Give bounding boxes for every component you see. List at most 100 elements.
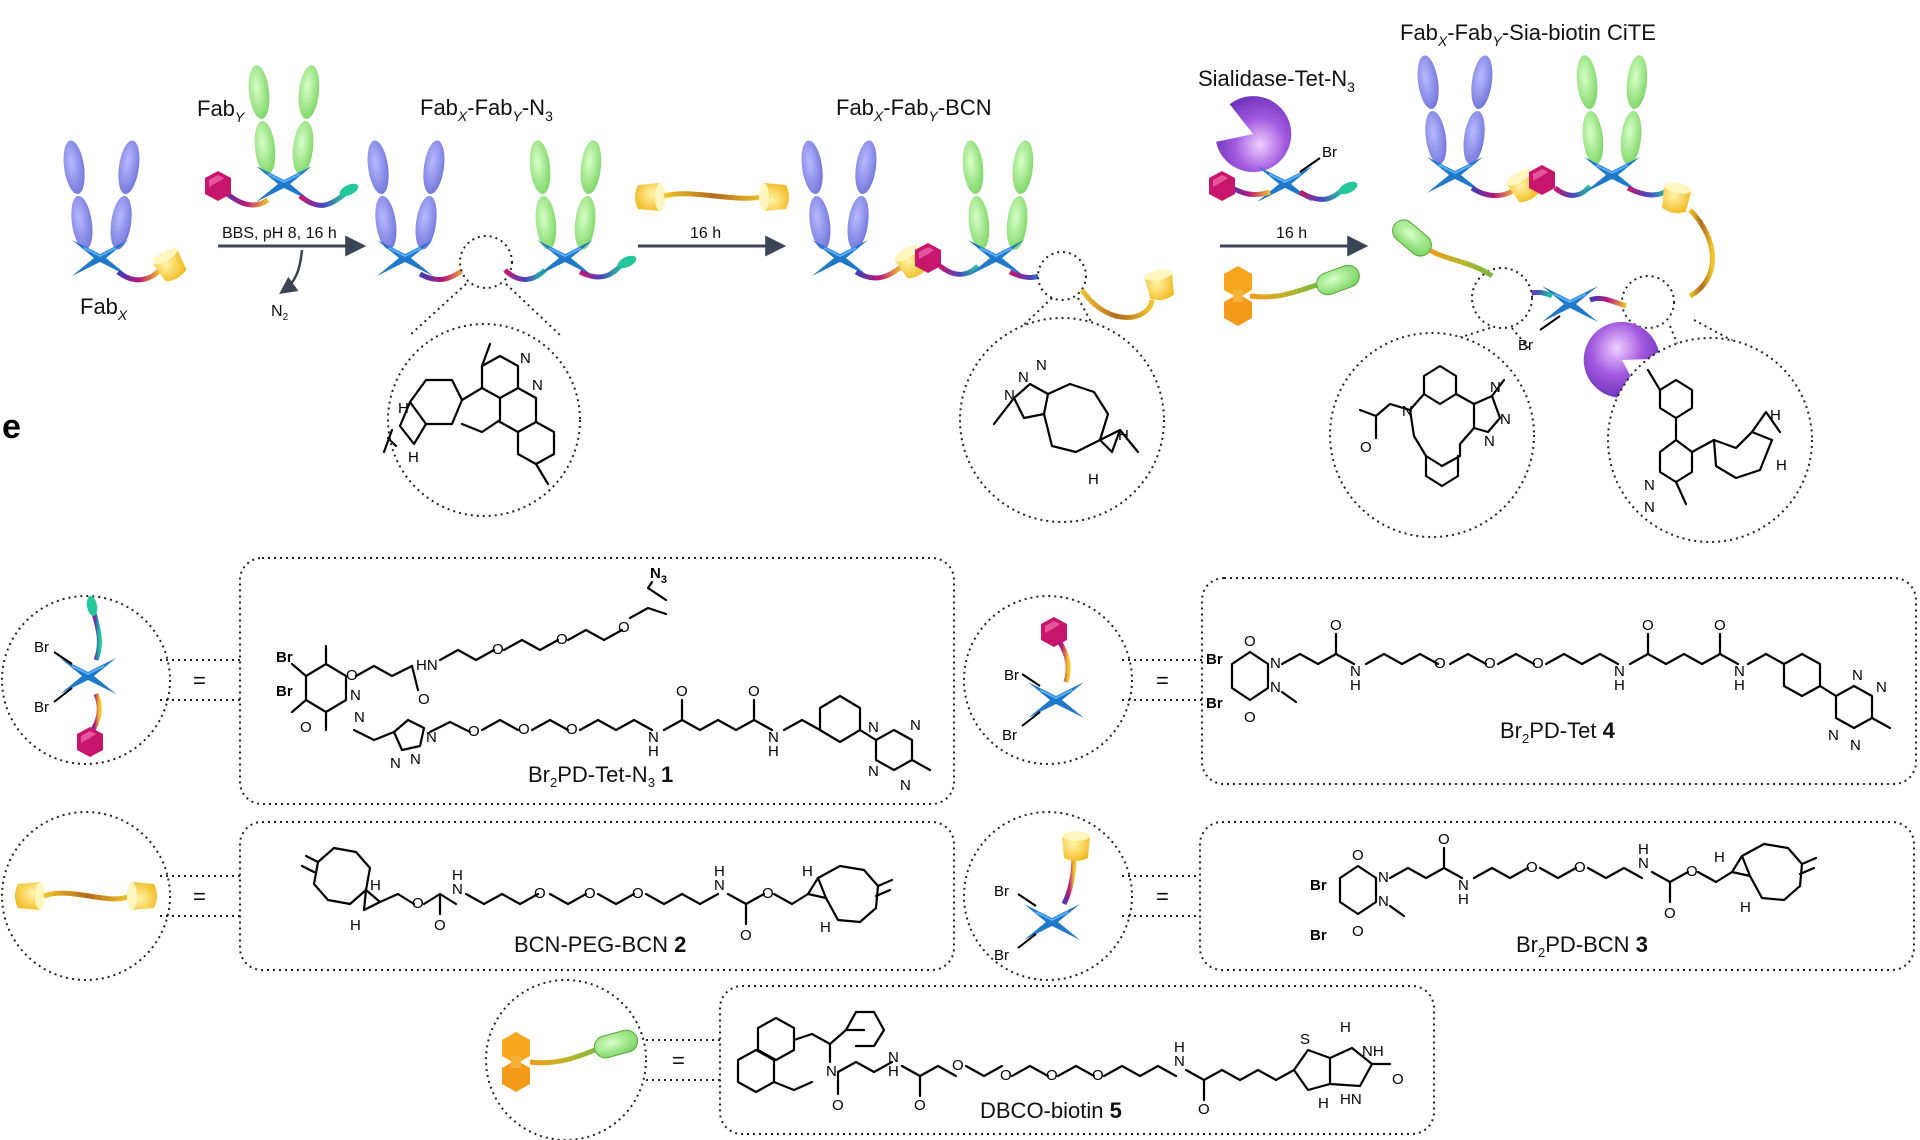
svg-text:N: N (1004, 387, 1015, 404)
faby-construct (205, 64, 361, 208)
svg-text:N: N (910, 717, 921, 734)
svg-text:O: O (1714, 617, 1726, 634)
reaction-arrow-3: 16 h (1220, 225, 1369, 257)
svg-text:N: N (648, 729, 659, 746)
svg-text:O: O (1642, 617, 1654, 634)
svg-text:O: O (1000, 1067, 1012, 1084)
svg-text:N: N (900, 777, 911, 794)
svg-text:O: O (1198, 1101, 1210, 1118)
zoom-circle-triazole: N N N H H (959, 297, 1165, 523)
svg-text:N: N (1402, 403, 1413, 420)
svg-text:O: O (534, 885, 546, 902)
svg-text:O: O (1438, 831, 1450, 848)
svg-text:H: H (370, 877, 381, 894)
svg-text:O: O (492, 641, 504, 658)
zoom-circle-pyridazine-2: N N H H (1607, 319, 1813, 543)
svg-text:N: N (1852, 667, 1863, 684)
svg-text:O: O (1360, 439, 1372, 456)
svg-text:N: N (1174, 1053, 1185, 1070)
svg-text:N: N (768, 729, 779, 746)
svg-text:Br: Br (1310, 927, 1327, 944)
svg-text:H: H (452, 867, 463, 884)
svg-text:H: H (1350, 677, 1361, 694)
svg-text:H: H (1714, 849, 1725, 866)
svg-text:N: N (868, 719, 879, 736)
svg-text:O: O (1526, 859, 1538, 876)
svg-text:N: N (1018, 369, 1029, 386)
product1-construct (364, 139, 639, 289)
zoom-circle-dbco-triazole: N O N N N (1329, 327, 1535, 538)
svg-text:=: = (193, 668, 206, 693)
svg-text:N: N (868, 763, 879, 780)
legend-item-compound-2: = (1, 811, 240, 981)
svg-text:N: N (354, 709, 365, 726)
svg-text:N: N (1828, 727, 1839, 744)
svg-text:=: = (193, 884, 206, 909)
svg-text:H: H (1614, 677, 1625, 694)
svg-text:=: = (1156, 884, 1169, 909)
legend-item-compound-1: Br Br = (1, 595, 240, 765)
svg-text:N: N (1490, 379, 1501, 396)
svg-text:O: O (1244, 709, 1256, 726)
svg-text:N: N (426, 729, 437, 746)
reaction-arrow-2: 16 h (638, 225, 787, 257)
svg-text:N: N (1734, 663, 1745, 680)
svg-text:H: H (1318, 1095, 1329, 1112)
svg-text:N3: N3 (650, 565, 667, 586)
svg-text:Br: Br (1310, 877, 1327, 894)
svg-text:O: O (914, 1097, 926, 1114)
svg-text:HN: HN (416, 657, 438, 674)
svg-text:O: O (1352, 847, 1364, 864)
svg-text:O: O (676, 683, 688, 700)
svg-text:O: O (584, 885, 596, 902)
svg-text:Br: Br (1322, 144, 1337, 161)
svg-text:H: H (648, 743, 659, 760)
svg-text:H: H (1088, 471, 1099, 488)
svg-text:O: O (618, 619, 630, 636)
product2-label: FabX-FabY-BCN (836, 95, 992, 124)
reaction-arrow-1: BBS, pH 8, 16 h N2 (218, 225, 367, 323)
svg-text:O: O (556, 631, 568, 648)
compound-2-structure: O O N H H H O O O N H O O H H BCN-PEG-BC… (239, 821, 955, 971)
svg-text:H: H (1734, 677, 1745, 694)
svg-text:N: N (1458, 877, 1469, 894)
svg-text:NH: NH (1362, 1043, 1384, 1060)
svg-text:Br: Br (34, 639, 49, 656)
svg-text:N: N (452, 881, 463, 898)
legend-item-compound-4: Br Br = (963, 595, 1202, 765)
svg-text:O: O (1244, 633, 1256, 650)
svg-text:H: H (768, 743, 779, 760)
svg-text:HN: HN (1340, 1091, 1362, 1108)
sialidase-construct: Br (1209, 87, 1360, 203)
svg-text:O: O (300, 719, 312, 736)
svg-text:N: N (1638, 855, 1649, 872)
svg-text:Br: Br (1206, 651, 1223, 668)
svg-text:S: S (1300, 1031, 1310, 1048)
svg-text:Br: Br (34, 699, 49, 716)
svg-text:H: H (1458, 891, 1469, 908)
svg-text:O: O (748, 683, 760, 700)
svg-text:N2: N2 (271, 303, 289, 323)
svg-text:N: N (888, 1049, 899, 1066)
svg-text:=: = (1156, 668, 1169, 693)
svg-text:O: O (740, 927, 752, 944)
svg-text:O: O (1092, 1067, 1104, 1084)
svg-text:O: O (518, 721, 530, 738)
svg-text:O: O (418, 691, 430, 708)
svg-text:N: N (1500, 411, 1511, 428)
legend-item-compound-3: Br Br = (963, 811, 1200, 981)
svg-text:Br: Br (994, 883, 1009, 900)
compound-5-name: DBCO-biotin 5 (980, 1098, 1122, 1123)
svg-text:O: O (1330, 617, 1342, 634)
svg-text:O: O (468, 723, 480, 740)
svg-text:H: H (820, 919, 831, 936)
svg-text:H: H (408, 449, 419, 466)
svg-text:O: O (952, 1057, 964, 1074)
svg-text:O: O (1392, 1071, 1404, 1088)
zoom-circle-pyridazine-1: H H N N (382, 283, 581, 517)
compound-3-name: Br2PD-BCN 3 (1516, 932, 1648, 960)
faby-label: FabY (197, 96, 246, 125)
svg-text:=: = (672, 1048, 685, 1073)
svg-text:N: N (1614, 663, 1625, 680)
legend-item-compound-5: = (485, 979, 720, 1140)
